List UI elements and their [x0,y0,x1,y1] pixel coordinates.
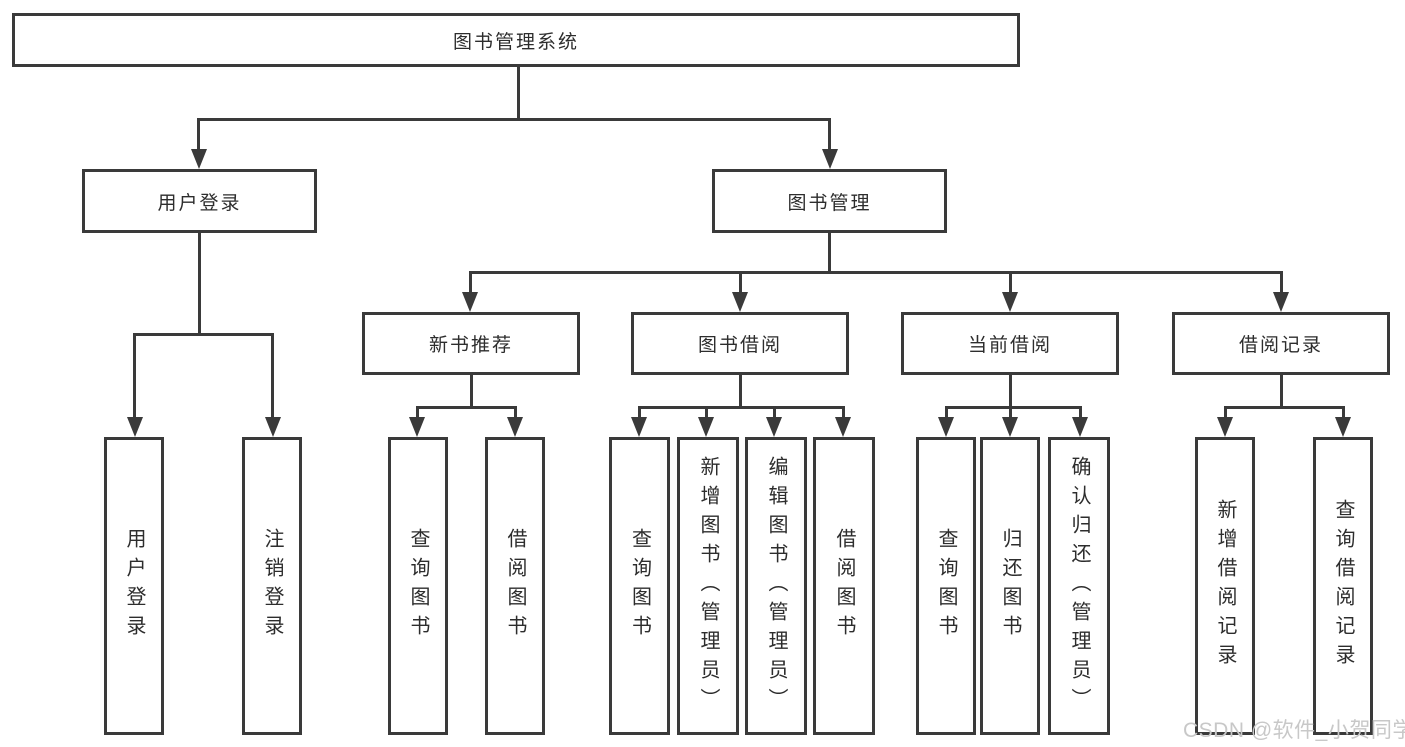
leaf-add-borrow-record: 新增借阅记录 [1195,437,1255,735]
leaf-label: 用户登录 [123,528,145,644]
leaf-query-borrow-record: 查询借阅记录 [1313,437,1373,735]
arrowhead-down-icon [1335,417,1351,437]
leaf-label: 借阅图书 [833,528,855,644]
connector-root-stem [517,67,520,121]
leaf-label: 查询图书 [935,528,957,644]
connector-drop-current-borrow [1009,271,1012,294]
leaf-label: 新增图书（管理员） [697,455,719,717]
leaf-user-login: 用户登录 [104,437,164,735]
leaf-query-book-2: 查询图书 [609,437,670,735]
leaf-label: 查询借阅记录 [1332,499,1354,673]
arrowhead-down-icon [938,417,954,437]
connector-current-borrow-crossbar [945,406,1081,409]
csdn-watermark: CSDN @软件_小贺同学 [1183,719,1405,742]
node-label: 图书管理系统 [452,31,579,53]
arrowhead-down-icon [766,417,782,437]
leaf-confirm-return-admin: 确认归还（管理员） [1048,437,1110,735]
connector-drop [945,406,948,419]
arrowhead-down-icon [191,149,207,169]
arrowhead-down-icon [1002,417,1018,437]
arrowhead-down-icon [1002,292,1018,312]
arrowhead-down-icon [698,417,714,437]
leaf-label: 注销登录 [261,528,283,644]
connector-drop [842,406,845,419]
node-book-management: 图书管理 [712,169,947,233]
leaf-borrow-book-1: 借阅图书 [485,437,545,735]
leaf-label: 新增借阅记录 [1214,499,1236,673]
arrowhead-down-icon [822,149,838,169]
leaf-query-book-1: 查询图书 [388,437,448,735]
arrowhead-down-icon [631,417,647,437]
connector-new-book-stem [470,375,473,409]
node-label: 当前借阅 [967,335,1052,356]
arrowhead-down-icon [462,292,478,312]
arrowhead-down-icon [1273,292,1289,312]
node-label: 图书管理 [787,192,872,214]
connector-drop [773,406,776,419]
leaf-query-book-3: 查询图书 [916,437,976,735]
connector-drop-book-borrow [739,271,742,294]
leaf-logout: 注销登录 [242,437,302,735]
node-book-borrow: 图书借阅 [631,312,849,375]
connector-drop [1224,406,1227,419]
node-user-login: 用户登录 [82,169,317,233]
arrowhead-down-icon [835,417,851,437]
leaf-add-book-admin: 新增图书（管理员） [677,437,739,735]
arrowhead-down-icon [1217,417,1233,437]
node-current-borrow: 当前借阅 [901,312,1119,375]
arrowhead-down-icon [127,417,143,437]
arrowhead-down-icon [507,417,523,437]
leaf-label: 借阅图书 [504,528,526,644]
leaf-edit-book-admin: 编辑图书（管理员） [745,437,807,735]
arrowhead-down-icon [1072,417,1088,437]
leaf-label: 查询图书 [628,528,651,644]
connector-drop-leaf-user-login [133,333,136,419]
connector-user-login-stem [198,233,201,336]
connector-drop [1079,406,1082,419]
connector-borrow-record-crossbar [1224,406,1344,409]
connector-book-borrow-stem [739,375,742,409]
leaf-label: 确认归还（管理员） [1068,455,1090,717]
connector-drop [1342,406,1345,419]
leaf-borrow-book-2: 借阅图书 [813,437,875,735]
connector-drop-new-book-recommend [469,271,472,294]
connector-drop [705,406,708,419]
connector-book-management-crossbar [469,271,1283,274]
arrowhead-down-icon [265,417,281,437]
node-label: 新书推荐 [428,335,513,356]
connector-drop [1009,406,1012,419]
connector-drop [638,406,641,419]
connector-drop-user-login [197,118,200,150]
arrowhead-down-icon [732,292,748,312]
connector-drop [416,406,419,419]
leaf-label: 查询图书 [407,528,429,644]
connector-user-login-crossbar [133,333,274,336]
connector-drop-leaf-logout [271,333,274,419]
connector-drop [514,406,517,419]
node-borrow-record: 借阅记录 [1172,312,1390,375]
connector-current-borrow-stem [1009,375,1012,409]
connector-borrow-record-stem [1280,375,1283,409]
connector-root-crossbar [197,118,831,121]
connector-new-book-crossbar [416,406,517,409]
node-label: 图书借阅 [697,335,782,356]
node-label: 借阅记录 [1238,335,1323,356]
node-library-system-root: 图书管理系统 [12,13,1020,67]
connector-book-borrow-crossbar [638,406,844,409]
connector-drop-borrow-record [1280,271,1283,294]
node-label: 用户登录 [157,192,242,214]
leaf-label: 编辑图书（管理员） [765,455,787,717]
node-new-book-recommend: 新书推荐 [362,312,580,375]
connector-book-management-stem [828,233,831,274]
connector-drop-book-management [828,118,831,150]
leaf-return-book: 归还图书 [980,437,1040,735]
arrowhead-down-icon [409,417,425,437]
leaf-label: 归还图书 [999,528,1021,644]
